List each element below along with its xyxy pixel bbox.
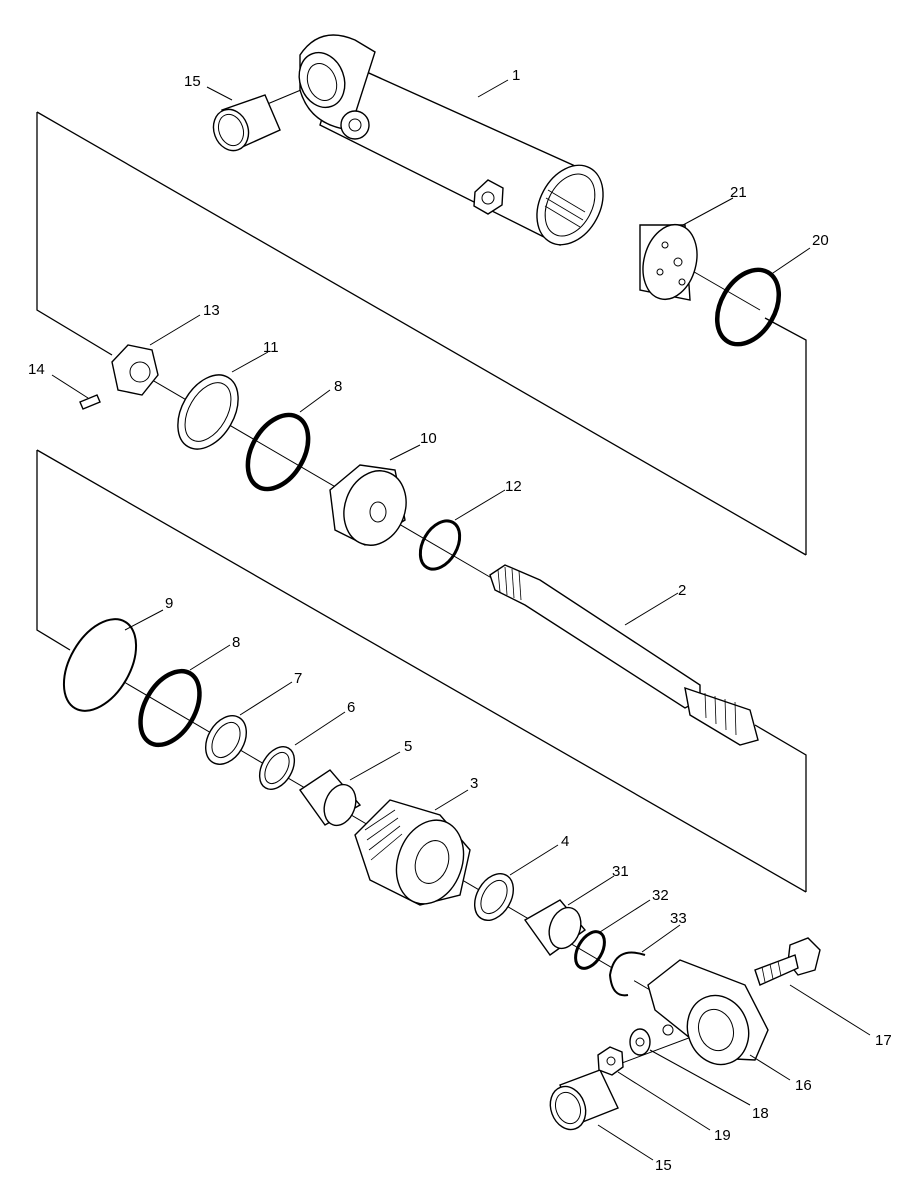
- clevis-16: [647, 959, 769, 1066]
- callout-16: 16: [795, 1077, 812, 1094]
- pin-14: [79, 394, 101, 410]
- callout-19: 19: [714, 1127, 731, 1144]
- cylinder-tube: [298, 34, 604, 246]
- callout-9: 9: [165, 595, 173, 612]
- bushing-31: [523, 899, 587, 956]
- rod-guide-3: [354, 799, 471, 906]
- piston-rod-2: [489, 564, 759, 746]
- o-ring-20: [714, 267, 782, 347]
- callout-33: 33: [670, 910, 687, 927]
- bushing-5: [299, 769, 362, 827]
- o-ring-32: [574, 930, 606, 970]
- callout-18: 18: [752, 1105, 769, 1122]
- o-ring-8-bottom: [138, 668, 202, 748]
- bushing-top: [212, 94, 281, 152]
- piston-10: [329, 464, 407, 546]
- callout-12: 12: [505, 478, 522, 495]
- assembly-frame-lines: [36, 81, 807, 1076]
- callout-5: 5: [404, 738, 412, 755]
- seal-4: [473, 873, 515, 921]
- callout-7: 7: [294, 670, 302, 687]
- snap-ring-9: [62, 618, 138, 712]
- hex-nut-13: [111, 344, 159, 396]
- callout-15-top: 15: [184, 73, 201, 90]
- callout-11: 11: [263, 339, 279, 356]
- callout-10: 10: [420, 430, 437, 447]
- wiper-7: [205, 715, 247, 765]
- snap-ring-33: [608, 951, 646, 997]
- bushing-bottom: [549, 1069, 619, 1131]
- callout-15-bottom: 15: [655, 1157, 672, 1174]
- nut-19: [597, 1046, 624, 1076]
- callout-labels: 1 2 3 4 5 6 7 8 8 9 10 11 12 13 14 15 15…: [28, 67, 892, 1174]
- bolt-17: [754, 937, 821, 986]
- callout-8-top: 8: [334, 378, 342, 395]
- ring-6: [258, 746, 296, 790]
- callout-13: 13: [203, 302, 220, 319]
- callout-8-bottom: 8: [232, 634, 240, 651]
- leader-lines: [51, 79, 871, 1161]
- callout-1: 1: [512, 67, 520, 84]
- callout-31: 31: [612, 863, 629, 880]
- washer-18: [629, 1028, 651, 1056]
- o-ring-12: [418, 519, 462, 571]
- callout-14: 14: [28, 361, 45, 378]
- callout-32: 32: [652, 887, 669, 904]
- callout-2: 2: [678, 582, 686, 599]
- o-ring-8-top: [245, 412, 311, 492]
- callout-6: 6: [347, 699, 355, 716]
- callout-21: 21: [730, 184, 747, 201]
- backup-ring-11: [177, 374, 239, 450]
- callout-20: 20: [812, 232, 829, 249]
- callout-17: 17: [875, 1032, 892, 1049]
- piston-cap: [639, 223, 698, 301]
- callout-3: 3: [470, 775, 478, 792]
- callout-4: 4: [561, 833, 569, 850]
